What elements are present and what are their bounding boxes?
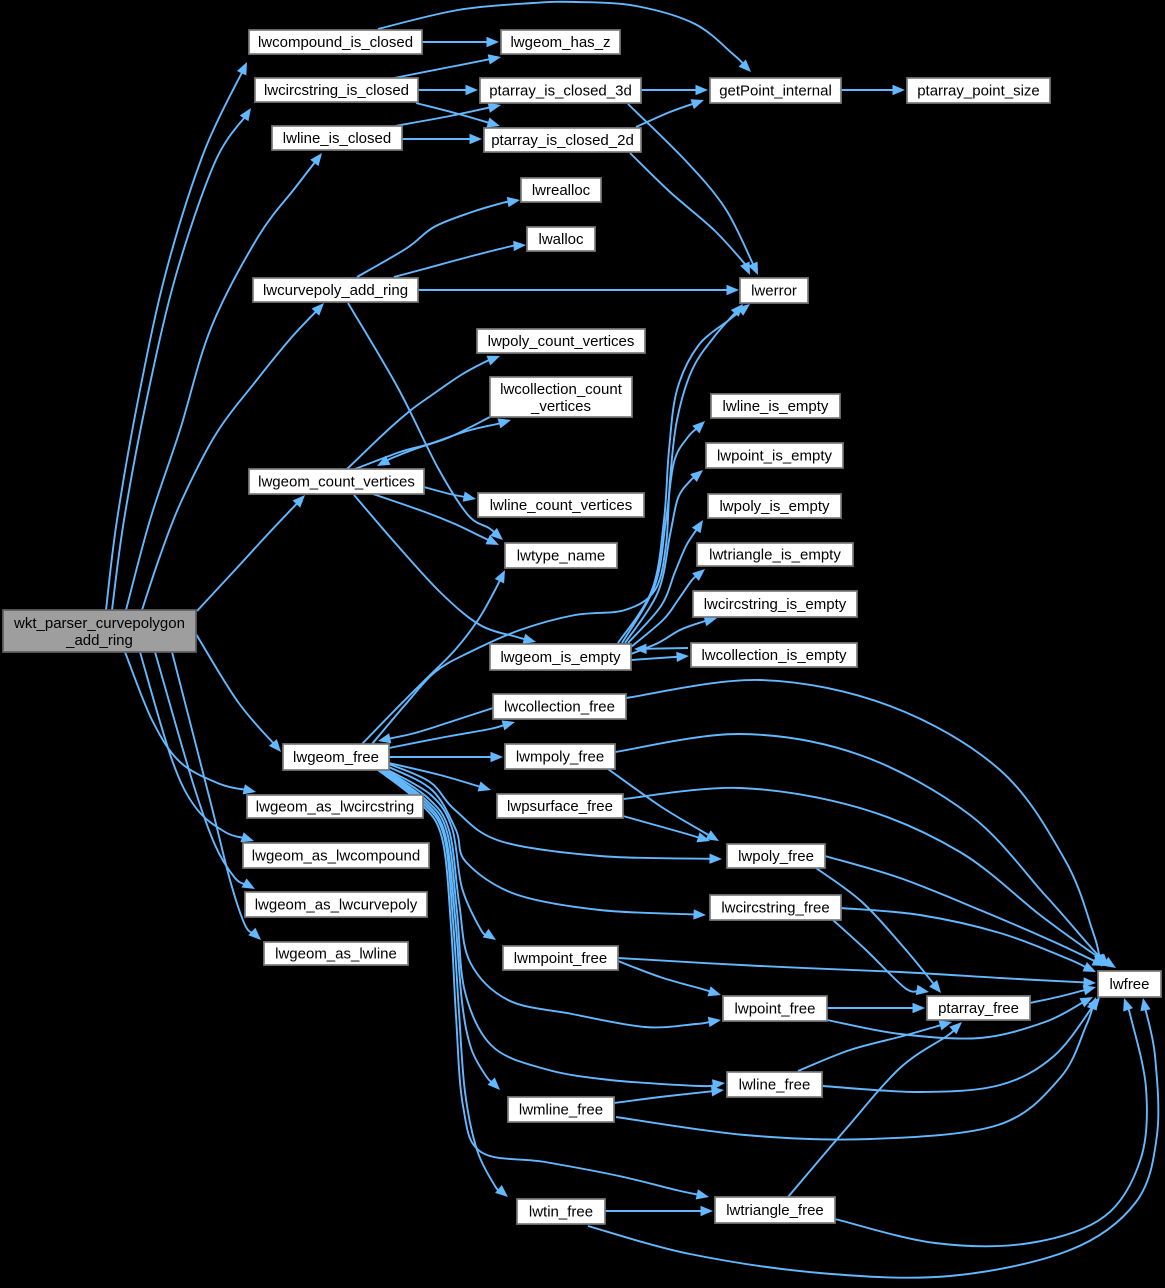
svg-text:lwpoint_is_empty: lwpoint_is_empty: [717, 448, 833, 465]
svg-text:lwmpoint_free: lwmpoint_free: [514, 950, 607, 967]
svg-text:ptarray_is_closed_2d: ptarray_is_closed_2d: [491, 132, 634, 149]
svg-text:lwmline_free: lwmline_free: [519, 1102, 603, 1119]
svg-text:lwgeom_count_vertices: lwgeom_count_vertices: [258, 474, 415, 491]
svg-text:lwline_count_vertices: lwline_count_vertices: [490, 497, 633, 514]
svg-text:lwline_is_empty: lwline_is_empty: [723, 398, 829, 415]
svg-text:lwcompound_is_closed: lwcompound_is_closed: [258, 34, 413, 51]
svg-text:lwfree: lwfree: [1109, 976, 1149, 993]
svg-text:lwtriangle_free: lwtriangle_free: [726, 1202, 824, 1219]
svg-text:lwcollection_is_empty: lwcollection_is_empty: [701, 647, 847, 664]
svg-text:lwcollection_count: lwcollection_count: [500, 381, 623, 398]
svg-text:lwline_free: lwline_free: [739, 1077, 811, 1094]
svg-text:_vertices: _vertices: [530, 398, 591, 415]
svg-text:lwtin_free: lwtin_free: [529, 1204, 593, 1221]
svg-text:lwcircstring_is_closed: lwcircstring_is_closed: [264, 82, 409, 99]
svg-text:lwpoly_is_empty: lwpoly_is_empty: [719, 498, 830, 515]
svg-text:lwpoint_free: lwpoint_free: [735, 1001, 816, 1018]
svg-text:lwgeom_is_empty: lwgeom_is_empty: [500, 649, 621, 666]
svg-text:lwpoly_free: lwpoly_free: [738, 848, 814, 865]
svg-text:lwgeom_as_lwline: lwgeom_as_lwline: [275, 946, 397, 963]
svg-text:lwcircstring_free: lwcircstring_free: [721, 900, 829, 917]
svg-text:lwalloc: lwalloc: [538, 231, 584, 248]
svg-text:lwrealloc: lwrealloc: [532, 182, 591, 199]
svg-text:ptarray_point_size: ptarray_point_size: [917, 83, 1040, 100]
svg-text:lwtriangle_is_empty: lwtriangle_is_empty: [709, 547, 841, 564]
svg-text:lwgeom_as_lwcompound: lwgeom_as_lwcompound: [252, 848, 420, 865]
svg-text:lwcircstring_is_empty: lwcircstring_is_empty: [704, 596, 847, 613]
svg-text:wkt_parser_curvepolygon: wkt_parser_curvepolygon: [13, 615, 185, 632]
svg-text:lwcollection_free: lwcollection_free: [504, 699, 615, 716]
svg-text:lwpoly_count_vertices: lwpoly_count_vertices: [488, 333, 635, 350]
svg-text:lwtype_name: lwtype_name: [517, 548, 605, 565]
svg-text:ptarray_is_closed_3d: ptarray_is_closed_3d: [489, 83, 632, 100]
svg-text:getPoint_internal: getPoint_internal: [719, 83, 832, 100]
svg-text:lwcurvepoly_add_ring: lwcurvepoly_add_ring: [263, 282, 408, 299]
svg-text:lwmpoly_free: lwmpoly_free: [516, 749, 604, 766]
svg-text:lwgeom_has_z: lwgeom_has_z: [510, 34, 610, 51]
svg-text:lwpsurface_free: lwpsurface_free: [507, 798, 613, 815]
svg-text:lwgeom_as_lwcurvepoly: lwgeom_as_lwcurvepoly: [255, 897, 418, 914]
svg-text:lwgeom_free: lwgeom_free: [293, 749, 379, 766]
svg-text:lwerror: lwerror: [751, 283, 797, 300]
svg-text:ptarray_free: ptarray_free: [938, 1000, 1019, 1017]
svg-text:lwgeom_as_lwcircstring: lwgeom_as_lwcircstring: [256, 799, 414, 816]
svg-text:lwline_is_closed: lwline_is_closed: [283, 130, 391, 147]
svg-text:_add_ring: _add_ring: [65, 632, 133, 649]
